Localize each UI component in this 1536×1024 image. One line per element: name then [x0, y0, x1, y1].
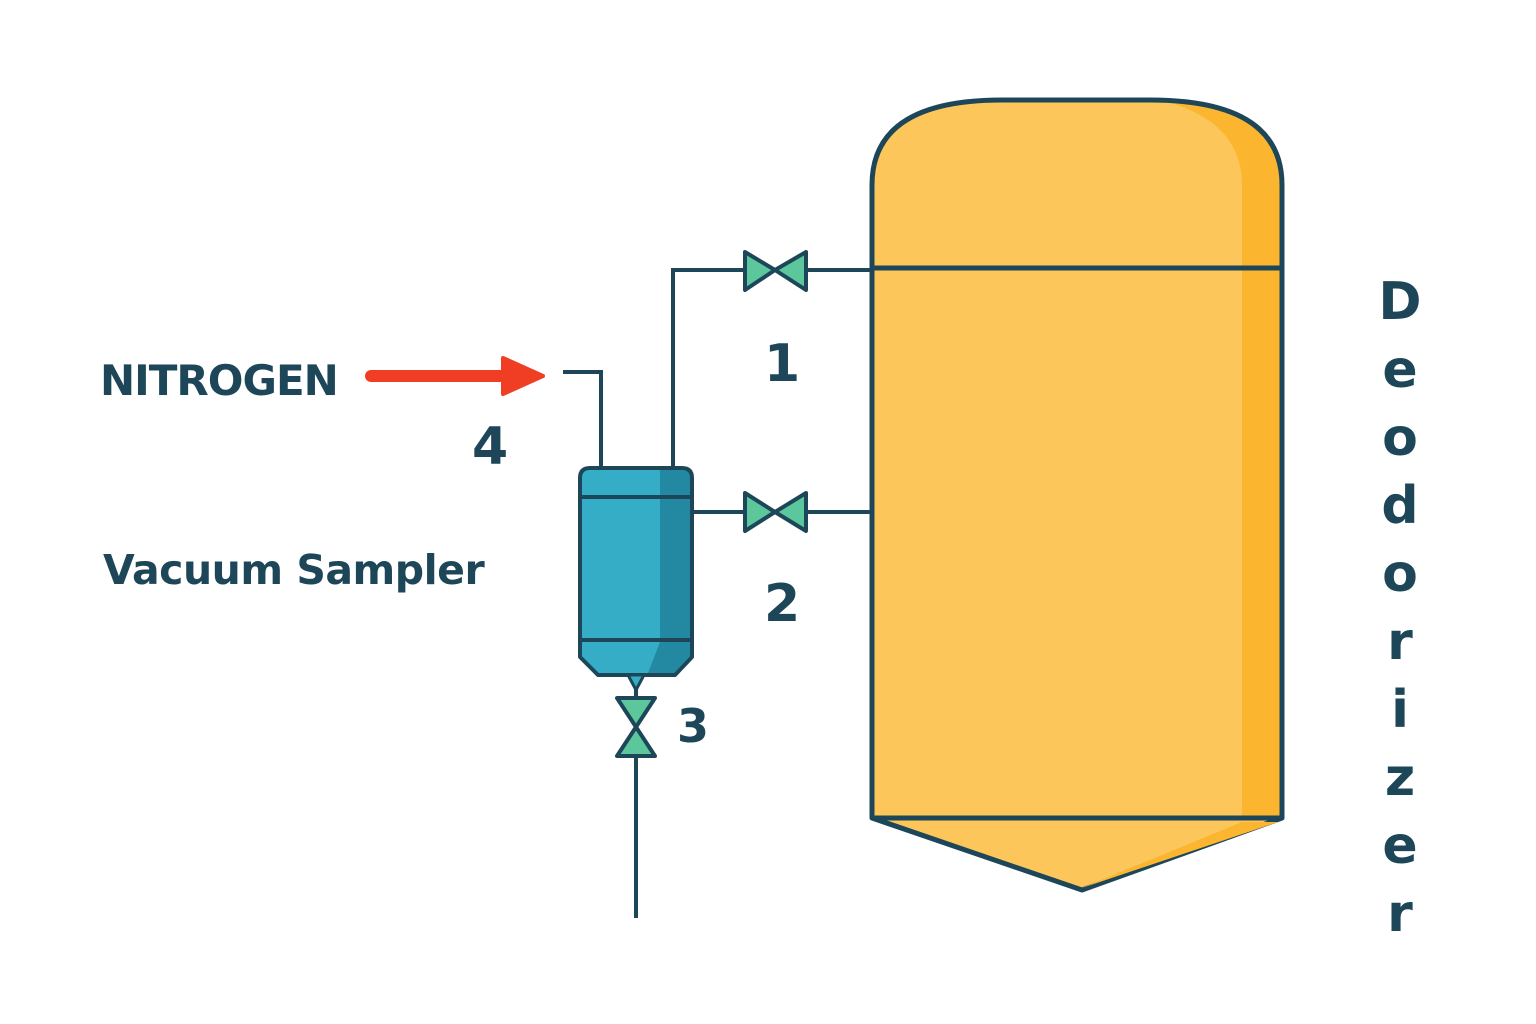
pipe-nitrogen-inlet [563, 370, 603, 468]
deodorizer-label-letter: e [1382, 816, 1418, 876]
deodorizer-label-letter: o [1382, 408, 1418, 468]
valve-4-label: 4 [472, 417, 509, 477]
deodorizer-label-letter: i [1391, 680, 1409, 740]
valve-2-label: 2 [764, 574, 801, 634]
valve-1-label: 1 [764, 334, 801, 394]
deodorizer-label-letter: r [1387, 884, 1413, 944]
deodorizer-tank [869, 97, 1285, 893]
deodorizer-cone [869, 815, 1285, 893]
pipe-line-1 [671, 268, 745, 468]
deodorizer-label-letter: o [1382, 544, 1418, 604]
vacuum-sampler-label: Vacuum Sampler [103, 546, 485, 594]
deodorizer-outline [869, 97, 1285, 818]
deodorizer-body [872, 100, 1282, 818]
deodorizer-cone-shade [1082, 822, 1278, 888]
piping [563, 268, 872, 918]
nitrogen-arrow [365, 356, 545, 396]
valve-2-icon[interactable] [743, 491, 808, 533]
valve-3-icon[interactable] [615, 696, 657, 758]
sampler-shade [660, 470, 690, 640]
sampler-outline [578, 466, 694, 642]
deodorizer-label-letter: z [1384, 748, 1416, 808]
valve-1-icon[interactable] [743, 250, 808, 292]
nitrogen-label: NITROGEN [100, 356, 339, 405]
deodorizer-label-letter: d [1381, 476, 1419, 536]
deodorizer-label-letter: e [1382, 340, 1418, 400]
deodorizer-label-letter: r [1387, 612, 1413, 672]
vacuum-sampler-vessel [578, 466, 694, 692]
valve-3-label: 3 [677, 699, 710, 753]
sampler-outlet [626, 673, 646, 692]
sampler-cone-shade [648, 642, 690, 673]
deodorizer-label-letter: D [1378, 272, 1422, 332]
deodorizer-shade [1160, 100, 1282, 818]
